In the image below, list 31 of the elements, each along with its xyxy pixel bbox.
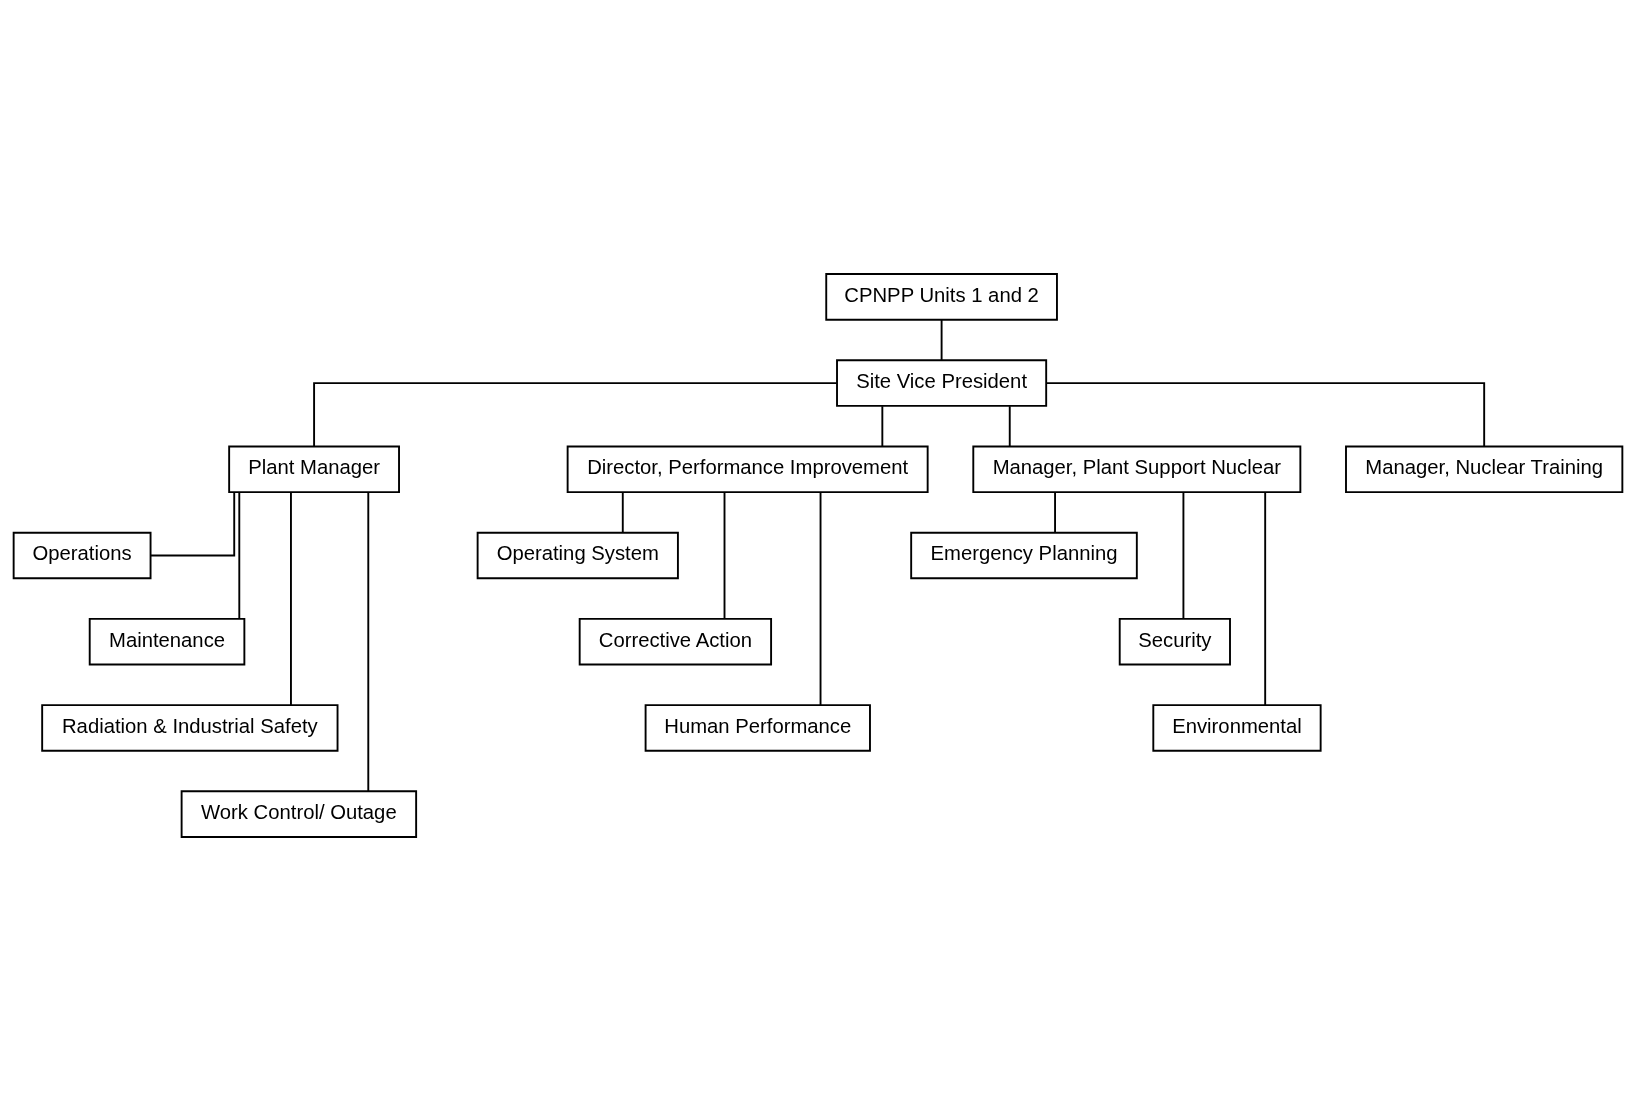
connector: [1054, 491, 1056, 534]
node-box: Corrective Action: [578, 617, 773, 666]
node-box: Director, Performance Improvement: [566, 445, 929, 494]
connector: [1264, 491, 1267, 706]
node-box: Emergency Planning: [910, 531, 1138, 580]
node-box: Environmental: [1152, 704, 1322, 752]
node-box: Human Performance: [644, 704, 871, 752]
connector: [238, 491, 241, 620]
node-box: Manager, Nuclear Training: [1345, 445, 1624, 494]
connector: [1045, 382, 1486, 448]
node-box: Security: [1118, 617, 1231, 666]
node-box: Site Vice President: [836, 359, 1048, 407]
node-box: Operations: [12, 531, 152, 580]
node-box: CPNPP Units 1 and 2: [825, 273, 1058, 321]
node-box: Manager, Plant Support Nuclear: [972, 445, 1302, 494]
node-box: Plant Manager: [228, 445, 400, 494]
connector: [881, 405, 884, 448]
connector: [723, 491, 726, 620]
connector: [367, 491, 370, 792]
connector: [149, 491, 236, 557]
connector: [819, 491, 822, 706]
connector: [1008, 405, 1011, 448]
connector: [290, 491, 292, 706]
node-box: Maintenance: [88, 617, 246, 666]
connector: [313, 382, 838, 448]
node-box: Radiation & Industrial Safety: [41, 704, 339, 752]
connector: [1182, 491, 1185, 620]
node-box: Work Control/ Outage: [180, 790, 418, 838]
node-box: Operating System: [476, 531, 679, 580]
connector: [621, 491, 624, 534]
connector: [940, 319, 943, 361]
